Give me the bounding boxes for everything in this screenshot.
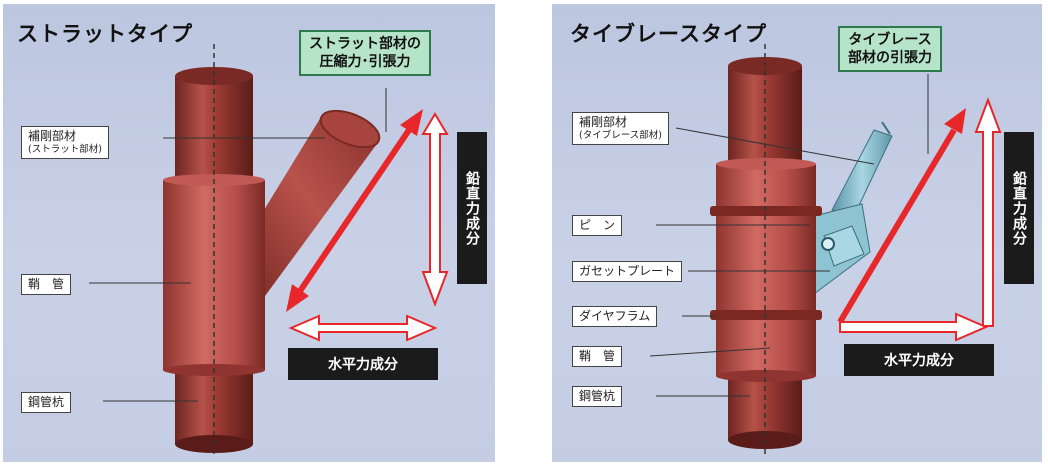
callout-line-1: タイブレース: [848, 32, 932, 48]
strut-member: [248, 109, 381, 296]
brace-member-label: 補剛部材 (ストラット部材): [21, 126, 109, 159]
horizontal-component-arrow: [839, 312, 989, 342]
vertical-component-arrow: [421, 112, 449, 307]
panel-title: タイブレースタイプ: [570, 22, 767, 46]
tie-brace-member: [813, 121, 893, 295]
callout-line-2: 圧縮力･引張力: [319, 54, 411, 70]
tension-force-arrow: [837, 108, 966, 324]
tension-force-callout: タイブレース 部材の引張力: [838, 26, 942, 72]
leader-lines: [649, 74, 929, 397]
horizontal-component-label: 水平力成分: [844, 344, 994, 376]
leader-lines: [89, 88, 387, 402]
sheath-pipe-label: 鞘 管: [21, 274, 72, 295]
horizontal-component-label: 水平力成分: [288, 348, 438, 380]
brace-member-label-sub: (タイブレース部材): [579, 130, 662, 141]
vertical-component-label: 鉛直力成分: [1004, 132, 1034, 284]
vertical-component-label: 鉛直力成分: [457, 132, 487, 284]
brace-member-label-main: 補剛部材: [579, 115, 628, 129]
tie-brace-type-drawing: [649, 44, 1002, 454]
steel-pipe-pile-label: 鋼管杭: [572, 386, 623, 407]
brace-member-label-sub: (ストラット部材): [28, 144, 102, 155]
panel-title: ストラットタイプ: [17, 22, 193, 46]
horizontal-component-arrow: [288, 314, 438, 342]
strut-force-callout: ストラット部材の 圧縮力･引張力: [299, 30, 431, 76]
strut-type-panel: ストラットタイプ ストラット部材の 圧縮力･引張力 補剛部材 (ストラット部材)…: [3, 4, 495, 462]
tie-brace-type-panel: タイブレースタイプ タイブレース 部材の引張力 補剛部材 (タイブレース部材) …: [552, 4, 1042, 462]
strut-type-drawing: [89, 44, 449, 454]
callout-line-2: 部材の引張力: [848, 50, 932, 66]
gusset-plate-label: ガセットプレート: [572, 261, 683, 282]
sheath-pipe: [716, 158, 816, 382]
steel-pipe-pile-label: 鋼管杭: [21, 392, 72, 413]
callout-line-1: ストラット部材の: [309, 36, 421, 52]
diaphragm-bands: [710, 206, 822, 320]
brace-member-label: 補剛部材 (タイブレース部材): [572, 112, 669, 145]
brace-member-label-main: 補剛部材: [28, 129, 77, 143]
diaphragm-label: ダイヤフラム: [572, 306, 658, 327]
vertical-component-arrow: [974, 97, 1002, 327]
sheath-pipe-label: 鞘 管: [572, 346, 623, 367]
strut-force-arrow: [286, 109, 423, 312]
pin-label: ピ ン: [572, 215, 623, 236]
